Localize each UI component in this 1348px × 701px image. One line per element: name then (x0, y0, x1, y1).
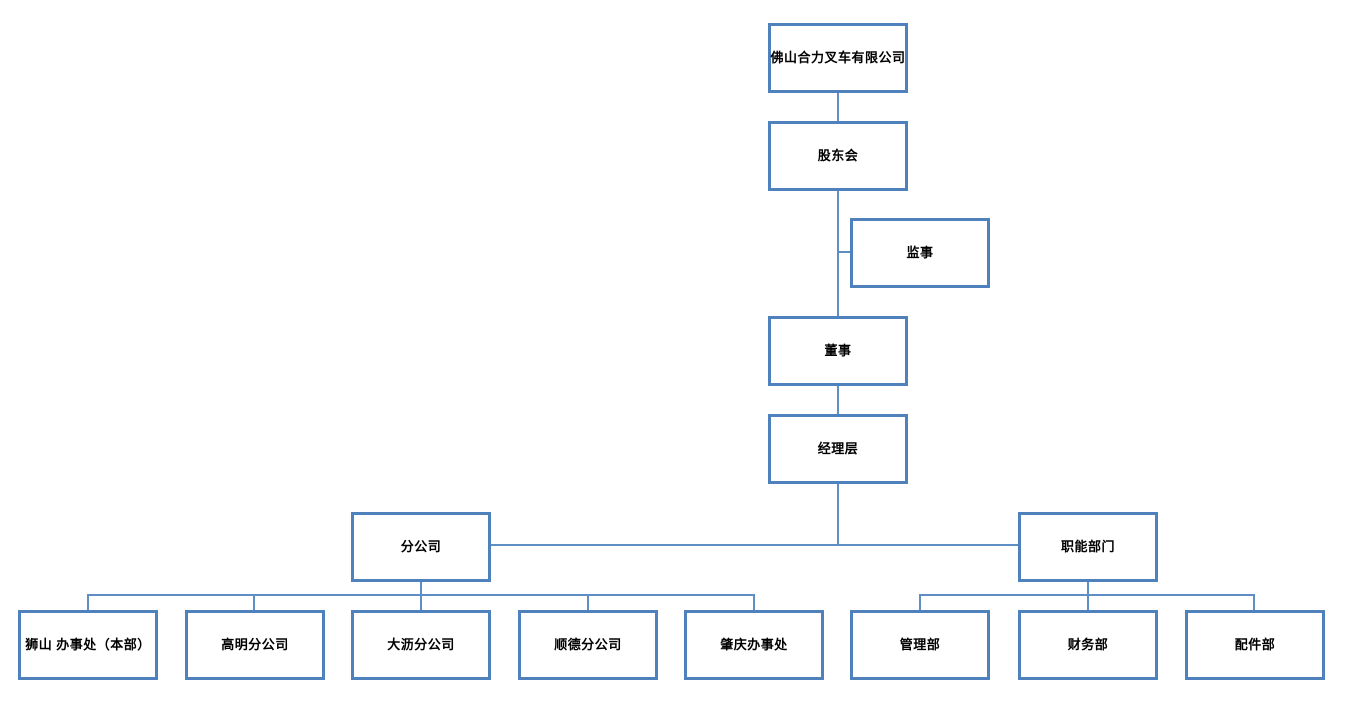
org-node-shishan-office: 狮山 办事处（本部） (18, 610, 158, 680)
org-node-gaoming-branch-label: 高明分公司 (221, 637, 289, 653)
connector-company-shareholders (837, 93, 839, 121)
org-node-functional-label: 职能部门 (1060, 539, 1115, 555)
connector-stub-parts (1253, 594, 1255, 610)
org-node-gaoming-branch: 高明分公司 (185, 610, 325, 680)
org-node-director: 董事 (768, 316, 908, 386)
org-node-company-label: 佛山合力叉车有限公司 (770, 50, 906, 66)
org-node-finance-dept: 财务部 (1018, 610, 1158, 680)
connector-stub-finance (1087, 594, 1089, 610)
connector-branches-functional-horizontal (490, 544, 1018, 546)
connector-branches-rail-drop (420, 581, 422, 596)
org-node-shareholders: 股东会 (768, 121, 908, 191)
org-node-admin-dept: 管理部 (850, 610, 990, 680)
org-node-shunde-branch: 顺德分公司 (518, 610, 658, 680)
org-node-admin-dept-label: 管理部 (899, 637, 941, 653)
org-node-functional: 职能部门 (1018, 512, 1158, 582)
org-node-company: 佛山合力叉车有限公司 (768, 23, 908, 93)
org-node-dali-branch-label: 大沥分公司 (387, 637, 455, 653)
connector-stub-gaoming (253, 594, 255, 610)
org-node-branches: 分公司 (351, 512, 491, 582)
connector-stub-shishan (87, 594, 89, 610)
org-node-shareholders-label: 股东会 (817, 148, 859, 164)
connector-stub-admin (919, 594, 921, 610)
org-node-parts-dept: 配件部 (1185, 610, 1325, 680)
connector-stub-zhaoqing (753, 594, 755, 610)
org-node-management-label: 经理层 (817, 441, 859, 457)
org-node-parts-dept-label: 配件部 (1234, 637, 1276, 653)
org-node-zhaoqing-office: 肇庆办事处 (684, 610, 824, 680)
connector-supervisor-branch (839, 251, 850, 253)
org-node-director-label: 董事 (824, 343, 852, 359)
org-node-supervisor-label: 监事 (906, 245, 934, 261)
connector-stub-dali (420, 594, 422, 610)
org-node-finance-dept-label: 财务部 (1067, 637, 1109, 653)
org-node-shunde-branch-label: 顺德分公司 (554, 637, 622, 653)
org-node-branches-label: 分公司 (400, 539, 442, 555)
connector-director-management (837, 386, 839, 414)
org-node-shishan-office-label: 狮山 办事处（本部） (25, 637, 151, 653)
org-node-management: 经理层 (768, 414, 908, 484)
connector-stub-shunde (587, 594, 589, 610)
connector-shareholders-director (837, 190, 839, 316)
connector-functional-rail-drop (1087, 581, 1089, 596)
org-node-supervisor: 监事 (850, 218, 990, 288)
connector-management-down (837, 483, 839, 546)
org-node-zhaoqing-office-label: 肇庆办事处 (720, 637, 788, 653)
org-node-dali-branch: 大沥分公司 (351, 610, 491, 680)
